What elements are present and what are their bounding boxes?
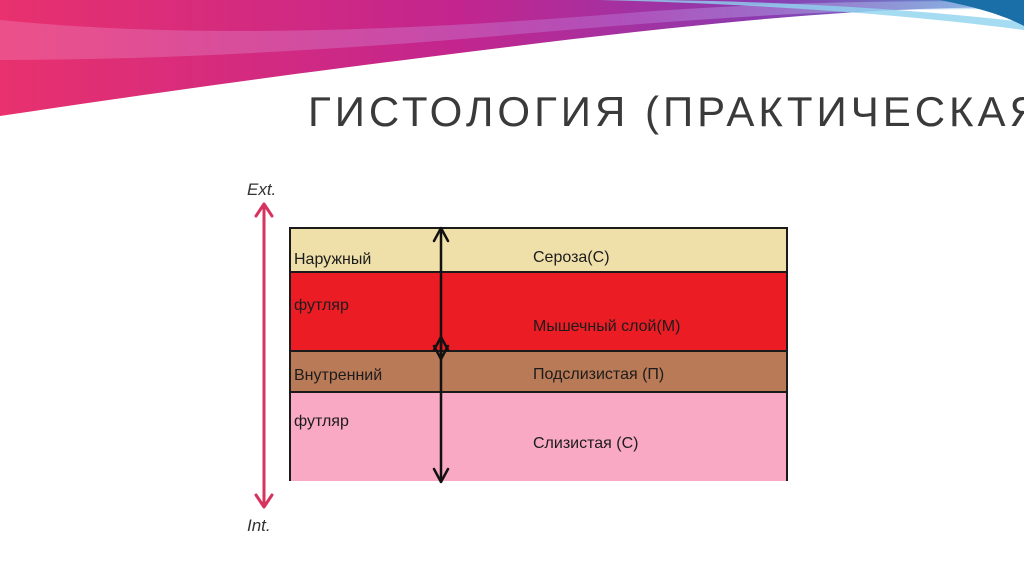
inner-case-arrow <box>432 335 450 484</box>
layer-divider <box>291 350 786 352</box>
layer-serosa <box>291 229 786 272</box>
ext-int-axis-arrow <box>254 202 274 509</box>
layer-label-submucosa: Подслизистая (П) <box>533 366 665 383</box>
page-title: ГИСТОЛОГИЯ (ПРАКТИЧЕСКАЯ) <box>308 88 1024 135</box>
layer-label-serosa: Сероза(С) <box>533 249 610 266</box>
internal-label: Int. <box>247 516 271 535</box>
inner-case-label-line2: футляр <box>294 413 349 430</box>
decorative-swoosh <box>0 0 1024 116</box>
external-label: Ext. <box>247 180 277 199</box>
layer-divider <box>291 271 786 273</box>
outer-case-label-line1: Наружный <box>294 251 372 268</box>
wall-layers-diagram <box>289 227 788 481</box>
layer-mucosa <box>291 392 786 481</box>
layer-divider <box>291 391 786 393</box>
layer-label-mucosa: Слизистая (С) <box>533 435 639 452</box>
layer-submucosa <box>291 351 786 392</box>
outer-case-label-line2: футляр <box>294 297 349 314</box>
layer-label-muscular: Мышечный слой(М) <box>533 318 681 335</box>
layer-muscular <box>291 272 786 351</box>
inner-case-label-line1: Внутренний <box>294 367 383 384</box>
